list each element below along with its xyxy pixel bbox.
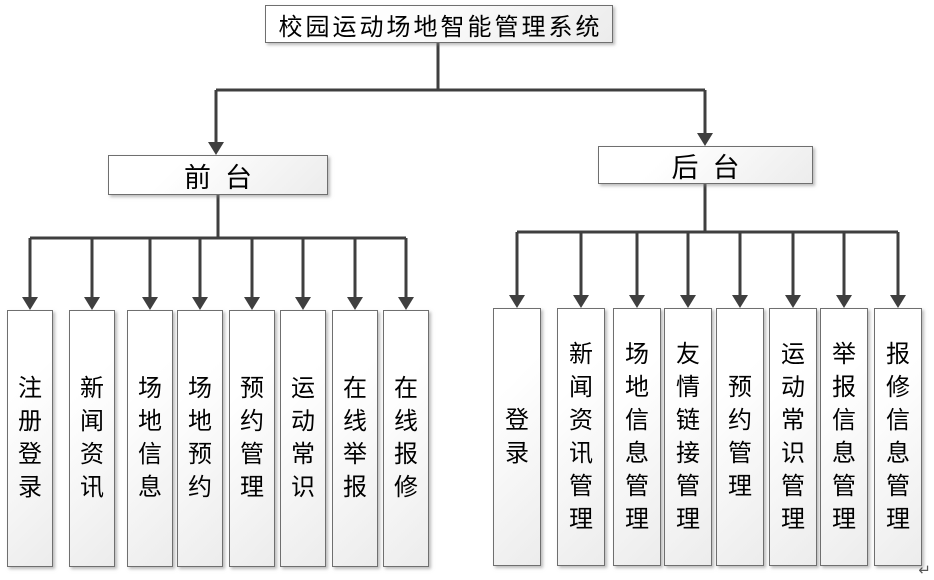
- front-leaf-2: 新闻资讯: [69, 310, 115, 567]
- front-leaf-1: 注册登录: [7, 310, 53, 567]
- front-leaf-5-label: 预约管理: [240, 376, 264, 501]
- back-leaf-4: 友情链接管理: [664, 308, 712, 566]
- back-leaf-3-label: 场地信息管理: [625, 341, 649, 533]
- back-node-label: 后台: [671, 152, 754, 183]
- front-node: 前台: [108, 155, 328, 195]
- arrow-to-front: [208, 142, 224, 155]
- arrow-to-back: [697, 133, 713, 146]
- root-node: 校园运动场地智能管理系统: [265, 5, 613, 43]
- back-leaf-4-label: 友情链接管理: [676, 341, 700, 533]
- back-leaf-5: 预约管理: [716, 308, 764, 566]
- front-leaf-5: 预约管理: [229, 310, 275, 567]
- back-leaf-7: 举报信息管理: [820, 308, 868, 566]
- back-leaf-8: 报修信息管理: [874, 308, 922, 566]
- back-leaf-arrows: [509, 295, 906, 308]
- back-leaf-5-label: 预约管理: [728, 374, 752, 500]
- back-connector-lines: [515, 184, 900, 295]
- back-leaf-6: 运动常识管理: [769, 308, 817, 566]
- back-node: 后台: [598, 146, 813, 184]
- front-leaf-7-label: 在线举报: [343, 376, 367, 501]
- back-leaf-1: 登录: [493, 308, 541, 566]
- paragraph-mark: ↵: [918, 562, 931, 579]
- root-node-label: 校园运动场地智能管理系统: [278, 14, 603, 41]
- front-leaf-3: 场地信息: [127, 310, 173, 567]
- back-leaf-2-label: 新闻资讯管理: [569, 341, 593, 533]
- front-leaf-arrows: [22, 297, 414, 310]
- front-leaf-4: 场地预约: [177, 310, 223, 567]
- front-connector-lines: [28, 195, 408, 297]
- back-leaf-7-label: 举报信息管理: [832, 341, 856, 533]
- back-leaf-8-label: 报修信息管理: [886, 341, 910, 533]
- back-leaf-2: 新闻资讯管理: [557, 308, 605, 566]
- front-leaf-6-label: 运动常识: [291, 376, 315, 501]
- front-leaf-3-label: 场地信息: [138, 376, 162, 501]
- front-leaf-7: 在线举报: [332, 310, 378, 567]
- front-leaf-1-label: 注册登录: [18, 376, 42, 501]
- back-leaf-3: 场地信息管理: [613, 308, 661, 566]
- top-connector-lines: [214, 43, 707, 142]
- front-leaf-2-label: 新闻资讯: [80, 376, 104, 501]
- front-leaf-8: 在线报修: [383, 310, 429, 567]
- back-leaf-6-label: 运动常识管理: [781, 341, 805, 533]
- back-leaf-1-label: 登录: [505, 407, 529, 467]
- front-leaf-6: 运动常识: [280, 310, 326, 567]
- front-node-label: 前台: [184, 162, 266, 193]
- front-leaf-8-label: 在线报修: [394, 376, 418, 501]
- front-leaf-4-label: 场地预约: [188, 376, 212, 501]
